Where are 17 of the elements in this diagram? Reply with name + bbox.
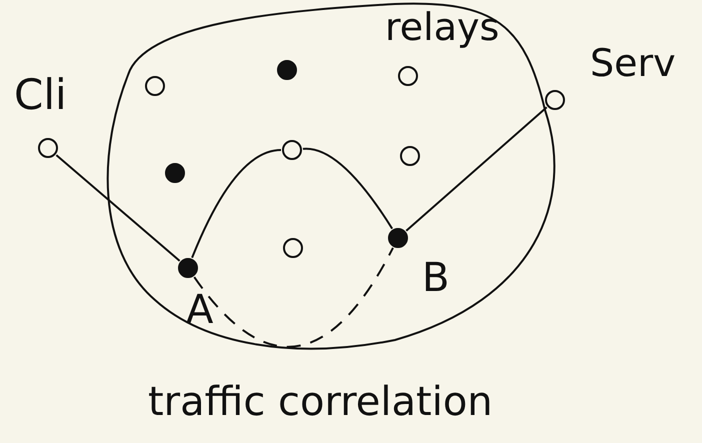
relay-circle <box>282 140 302 160</box>
node-label: Cli <box>14 74 67 116</box>
connector-line <box>406 106 548 232</box>
node-label: B <box>422 258 450 298</box>
node-label: A <box>186 290 214 330</box>
connector-line <box>302 148 394 230</box>
connector-line <box>56 154 180 262</box>
relay-dot <box>277 60 297 80</box>
dashed-line <box>193 247 394 348</box>
relay-circle <box>283 238 303 258</box>
relay-circle <box>398 66 418 86</box>
relay-dot <box>165 163 185 183</box>
relay-circle <box>145 76 165 96</box>
connector-line <box>191 149 282 258</box>
relay-circle <box>400 146 420 166</box>
node-label: Serv <box>590 44 676 82</box>
group-title: relays <box>385 8 500 46</box>
